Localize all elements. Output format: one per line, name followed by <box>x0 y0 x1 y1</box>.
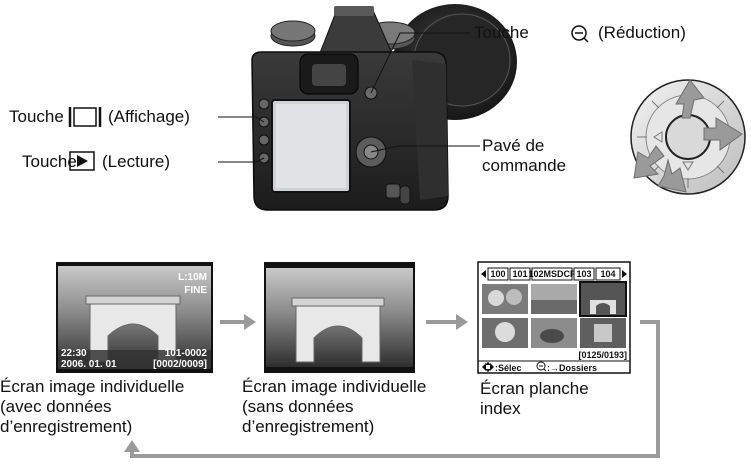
folder-tab-selected: 102MSDCF <box>528 269 576 279</box>
control-pad-label: Pavé de commande <box>482 136 566 176</box>
screen-without-data <box>264 262 415 373</box>
control-pad-label-line2: commande <box>482 156 567 175</box>
control-pad-dial <box>630 79 746 195</box>
zoom-out-magnifier-icon <box>571 25 589 43</box>
flow-arrow-return <box>124 320 660 458</box>
caption-with-data-line2: (avec données <box>0 397 112 416</box>
leader-lines <box>218 32 480 163</box>
caption-without-data-line1: Écran image individuelle <box>242 377 427 396</box>
zoom-out-label-prefix: Touche <box>474 23 529 42</box>
caption-with-data: Écran image individuelle (avec données d… <box>0 377 184 437</box>
caption-with-data-line3: d’enregistrement) <box>0 417 133 436</box>
caption-index-line1: Écran planche <box>480 379 589 398</box>
overlay-file-number: 101-0002 <box>165 348 208 359</box>
overlay-image-size: L:10M <box>178 272 207 283</box>
overlay-frame-counter: [0002/0009] <box>153 359 207 370</box>
play-triangle-icon <box>69 151 95 171</box>
caption-without-data-line2: (sans données <box>242 397 354 416</box>
folder-tab: 104 <box>600 269 615 279</box>
select-arrows-icon <box>482 362 494 372</box>
camera-illustration <box>251 4 517 211</box>
zoom-out-icon <box>536 361 547 372</box>
display-label-prefix: Touche <box>9 107 64 126</box>
playback-label-prefix: Touche <box>22 152 77 171</box>
caption-without-data: Écran image individuelle (sans données d… <box>242 377 426 437</box>
screen-with-data: L:10M FINE 22:30 2006. 01. 01 101-0002 [… <box>56 262 213 373</box>
screen-index: 100 101 102MSDCF 103 104 [0125/0193] <box>477 261 631 374</box>
flow-arrow-2 <box>426 314 468 330</box>
footer-select-label: :Sélec <box>495 363 522 373</box>
playback-label-suffix: (Lecture) <box>102 152 171 171</box>
control-pad-label-line1: Pavé de <box>482 136 545 155</box>
folder-tab: 101 <box>512 269 527 279</box>
folder-tab: 100 <box>490 269 505 279</box>
zoom-out-label-suffix: (Réduction) <box>598 23 686 42</box>
overlay-time: 22:30 <box>61 348 87 359</box>
caption-without-data-line3: d’enregistrement) <box>242 417 375 436</box>
footer-folders-label: :→Dossiers <box>547 363 597 373</box>
caption-with-data-line1: Écran image individuelle <box>0 377 185 396</box>
folder-tab: 103 <box>576 269 591 279</box>
display-button-icon <box>68 107 102 127</box>
caption-index-line2: index <box>480 399 521 418</box>
overlay-date: 2006. 01. 01 <box>61 359 117 370</box>
overlay-quality: FINE <box>184 285 207 296</box>
display-label-suffix: (Affichage) <box>108 107 190 126</box>
caption-index: Écran planche index <box>480 379 589 419</box>
flow-arrow-1 <box>220 314 256 330</box>
index-counter: [0125/0193] <box>578 350 627 360</box>
